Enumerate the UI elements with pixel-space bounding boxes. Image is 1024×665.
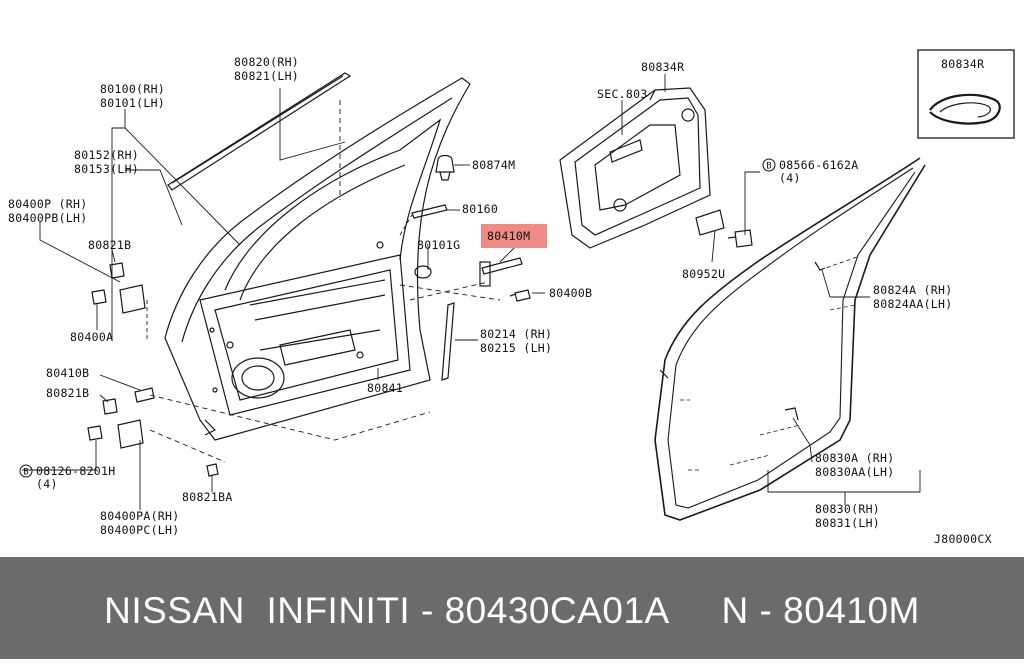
label-80400a: 80400A (70, 330, 114, 344)
front-door-panel (164, 77, 471, 441)
label-80824aa-lh: 80824AA(LH) (873, 297, 953, 311)
highlighted-part-80410m (481, 224, 547, 248)
label-80152-rh: 80152(RH) (74, 148, 140, 162)
door-weatherstrip (654, 157, 926, 521)
label-80101-lh: 80101(LH) (100, 96, 166, 110)
label-80952u: 80952U (682, 267, 726, 281)
footer-bar: NISSAN INFINITI - 80430CA01A N - 80410M (0, 557, 1024, 659)
label-80821b-lower: 80821B (46, 386, 90, 400)
inset-box (917, 49, 1015, 139)
label-80400pc-lh: 80400PC(LH) (100, 523, 180, 537)
diagram-code: J80000CX (934, 532, 992, 546)
door-molding-strip (167, 72, 352, 191)
door-inner-sealing-screen (559, 87, 711, 249)
label-80160: 80160 (462, 202, 499, 216)
label-80874m: 80874M (472, 158, 516, 172)
label-08126-qty: (4) (36, 477, 58, 491)
leader-lines (22, 88, 545, 510)
label-80830-rh: 80830(RH) (815, 502, 881, 516)
label-80834r: 80834R (641, 60, 685, 74)
label-80841: 80841 (367, 381, 404, 395)
bracket-and-bolt (695, 209, 753, 248)
label-sec-803: SEC.803 (597, 87, 648, 101)
label-80400b: 80400B (549, 286, 593, 300)
inner-panel-leaders (621, 74, 760, 263)
label-80821b: 80821B (88, 238, 132, 252)
footer-part-numbers: NISSAN INFINITI - 80430CA01A N - 80410M (104, 590, 920, 631)
label-80821ba: 80821BA (182, 490, 233, 504)
door-sash (441, 302, 455, 381)
label-80214-rh: 80214 (RH) (480, 327, 553, 341)
label-80153-lh: 80153(LH) (74, 162, 140, 176)
label-80830a-rh: 80830A (RH) (815, 451, 895, 465)
label-80215-lh: 80215 (LH) (480, 341, 553, 355)
label-80820-rh: 80820(RH) (234, 55, 300, 69)
label-80824a-rh: 80824A (RH) (873, 283, 953, 297)
label-80410m: 80410M (487, 229, 531, 243)
label-80410b: 80410B (46, 366, 90, 380)
label-08566-qty: (4) (779, 171, 801, 185)
bolt-marker-icon: B (19, 464, 33, 478)
label-80831-lh: 80831(LH) (815, 516, 881, 530)
parts-diagram: 80820(RH) 80821(LH) 80100(RH) 80101(LH) … (8, 49, 1015, 546)
label-80400pb-lh: 80400PB(LH) (8, 211, 88, 225)
weatherstrip-leaders (767, 269, 921, 505)
weatherstrip-dash-lines (680, 255, 861, 471)
bolt-marker-letter: B (23, 468, 28, 478)
label-08126-8201h: 08126-8201H (36, 464, 116, 478)
bolt-marker-icon: B (762, 158, 776, 172)
label-inset-80834r: 80834R (941, 57, 985, 71)
small-fasteners (87, 154, 531, 477)
label-80821-lh: 80821(LH) (234, 69, 300, 83)
label-80830aa-lh: 80830AA(LH) (815, 465, 895, 479)
label-80101g: 80101G (417, 238, 461, 252)
door-parts-drawing (22, 49, 1015, 521)
bolt-marker-letter: B (766, 162, 771, 172)
label-80100-rh: 80100(RH) (100, 82, 166, 96)
label-80400pa-rh: 80400PA(RH) (100, 509, 180, 523)
label-08566-6162a: 08566-6162A (779, 158, 859, 172)
label-80400p-rh: 80400P (RH) (8, 197, 88, 211)
